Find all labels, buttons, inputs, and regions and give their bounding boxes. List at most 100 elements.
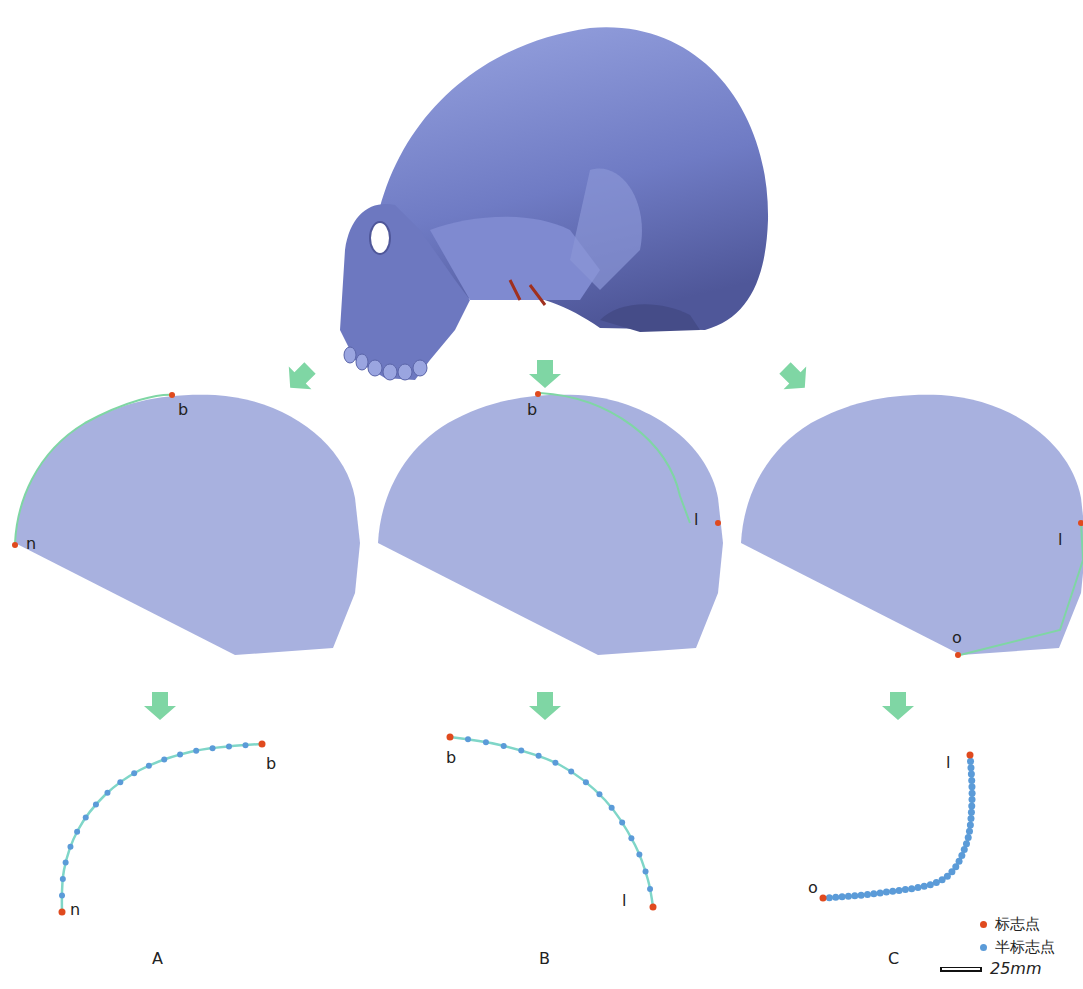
semi-landmark-dot (967, 758, 974, 765)
semi-landmark-dot (628, 835, 634, 841)
semi-landmark-dot (967, 815, 974, 822)
semi-landmark-dot (536, 753, 542, 759)
landmark-label: l (1058, 532, 1062, 548)
semi-landmark-dot (193, 748, 199, 754)
semi-landmark-dot (59, 892, 65, 898)
semi-landmark-dot (858, 892, 865, 899)
semi-landmark-dot (896, 887, 903, 894)
panel-letter: A (152, 951, 163, 967)
semi-landmark-dot (63, 860, 69, 866)
semi-landmark-dot (839, 893, 846, 900)
semi-landmark-dot (583, 779, 589, 785)
semi-landmark-dot (968, 809, 975, 816)
semi-landmark-dot (889, 888, 896, 895)
semi-landmark-dot (851, 892, 858, 899)
semi-landmark-dot (210, 745, 216, 751)
landmark-label: n (70, 902, 80, 918)
semi-landmark-dot (93, 802, 99, 808)
landmark-label: o (952, 630, 962, 646)
semi-landmark-dot (104, 790, 110, 796)
landmark-label: b (446, 750, 456, 766)
semi-landmark-dot (968, 777, 975, 784)
legend-item: 标志点 (980, 915, 1040, 934)
semi-landmark-dot (826, 894, 833, 901)
landmark-label: l (694, 512, 698, 528)
landmark-label: b (266, 756, 276, 772)
semi-landmark-dot (67, 844, 73, 850)
landmark-label: l (622, 893, 626, 909)
semi-landmark-dot (968, 783, 975, 790)
semi-landmark-dot (226, 744, 232, 750)
semi-landmark-dot (908, 885, 915, 892)
landmark-dot (259, 741, 266, 748)
semi-landmark-dot (74, 829, 80, 835)
semi-landmark-dot (619, 820, 625, 826)
semi-landmark-dot (832, 894, 839, 901)
panel-letter: B (539, 951, 550, 967)
skull-render (340, 27, 768, 380)
semi-landmark-dot (864, 891, 871, 898)
semi-landmark-dot (643, 869, 649, 875)
semi-landmark-dot (921, 883, 928, 890)
semi-landmark-dot (968, 802, 975, 809)
semi-landmark-dot (465, 736, 471, 742)
panel-letter: C (888, 951, 899, 967)
landmark-dot (967, 752, 974, 759)
traced-outline (15, 393, 1083, 655)
scale-label: 25mm (990, 961, 1042, 977)
outline-curve (450, 737, 653, 907)
semi-landmark-dot (636, 851, 642, 857)
landmark-label: o (808, 880, 818, 896)
landmark-label: b (178, 402, 188, 418)
semi-landmark-dot (933, 879, 940, 886)
semi-landmark-dot (131, 770, 137, 776)
semi-landmark-dot (870, 890, 877, 897)
semi-landmark-dot (568, 769, 574, 775)
landmark-dot (447, 734, 454, 741)
landmark-dot (12, 391, 1083, 658)
semi-landmark-dot (963, 840, 970, 847)
flow-arrow (144, 357, 914, 720)
semi-landmark-dot (146, 763, 152, 769)
semi-landmark-dot (596, 791, 602, 797)
semi-landmark-dot (242, 742, 248, 748)
semi-landmark-dot (501, 743, 507, 749)
semi-landmark-dot (969, 796, 976, 803)
semi-landmark-dot (966, 828, 973, 835)
semi-landmark-dot (883, 889, 890, 896)
sagittal-slices (15, 395, 1083, 655)
semi-landmark-dot (518, 747, 524, 753)
landmark-label: l (946, 755, 950, 771)
semi-landmark-dot (967, 821, 974, 828)
semi-landmark-dot (60, 876, 66, 882)
legend-text: 半标志点 (995, 938, 1055, 957)
legend-item: 半标志点 (980, 938, 1055, 957)
semi-landmark-dot (609, 805, 615, 811)
semi-landmark-dot (968, 771, 975, 778)
legend-swatch (980, 944, 987, 951)
semi-landmark-dot (483, 739, 489, 745)
semi-landmark-dot (969, 790, 976, 797)
scale-bar (940, 967, 982, 972)
semi-landmark-dot (914, 884, 921, 891)
semi-landmark-dot (177, 752, 183, 758)
semi-landmark-dot (552, 760, 558, 766)
semi-landmark-dot (647, 886, 653, 892)
semi-landmark-dot (965, 834, 972, 841)
semi-landmark-dot (927, 881, 934, 888)
landmark-dot (59, 909, 66, 916)
landmark-dot (650, 904, 657, 911)
outline-curve (62, 744, 262, 912)
semi-landmark-dot (967, 764, 974, 771)
semi-landmark-dot (902, 886, 909, 893)
semi-landmark-dot (161, 756, 167, 762)
semi-landmark-dot (83, 815, 89, 821)
semi-landmark-dot (845, 893, 852, 900)
outline-curve (823, 755, 972, 898)
semi-landmark-dot (877, 889, 884, 896)
legend-text: 标志点 (995, 915, 1040, 934)
semi-landmark-dot (117, 779, 123, 785)
landmark-dot (820, 895, 827, 902)
legend-swatch (980, 921, 987, 928)
